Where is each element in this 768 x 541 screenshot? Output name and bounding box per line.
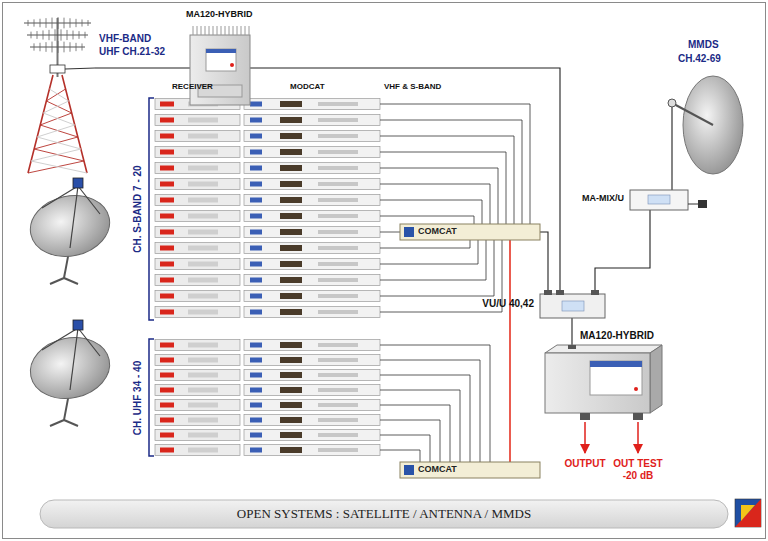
- receiver-modcat-pair: [155, 243, 380, 254]
- connector: [671, 175, 672, 190]
- signal-wire: [380, 184, 490, 224]
- mmds-dish: MMDSCH.42-69: [645, 75, 745, 175]
- receiver-modcat-pair: [155, 275, 380, 286]
- node-label: CH.42-69: [678, 53, 721, 65]
- connector: [95, 67, 190, 68]
- channel-group-label: CH. S-BAND 7 - 20: [132, 165, 144, 252]
- ampTop-shape: [190, 25, 250, 105]
- combiner: COMCAT: [400, 224, 540, 240]
- node-label: MMDS: [688, 39, 719, 51]
- signal-wire: [380, 152, 506, 224]
- signal-wire: [380, 420, 440, 462]
- amplifier: MA120-HYBRID: [545, 345, 665, 420]
- node-label: VU/U 40,42: [482, 298, 534, 310]
- receiver-modcat-pair: [155, 445, 380, 456]
- signal-wire: [380, 240, 470, 248]
- tower-shape: [20, 15, 95, 175]
- output-label: OUT TEST: [613, 458, 662, 470]
- receiver-modcat-pair: [155, 259, 380, 270]
- ampBot-shape: [545, 345, 665, 420]
- receiver-modcat-pair: [155, 385, 380, 396]
- output-arrow: [637, 422, 639, 453]
- antenna-tower: VHF-BANDUHF CH.21-32: [20, 15, 95, 175]
- group-bracket: [149, 98, 154, 320]
- receiver-modcat-pair: [155, 131, 380, 142]
- mmds-shape: [645, 75, 745, 175]
- signal-wire: [380, 120, 522, 224]
- amplifier: MA120-HYBRID: [190, 25, 250, 105]
- vuu-shape: [540, 290, 605, 318]
- node-label: COMCAT: [418, 464, 457, 474]
- satellite-dish: [25, 178, 116, 284]
- band-label: VHF & S-BAND: [384, 82, 441, 91]
- channel-group-label: CH. UHF 34 - 40: [132, 361, 144, 435]
- mixer: MA-MIX/U: [630, 190, 688, 210]
- signal-wire: [380, 240, 494, 296]
- node-label: MA-MIX/U: [582, 193, 624, 203]
- combiner: COMCAT: [400, 462, 540, 478]
- signal-wire: [380, 216, 474, 224]
- receiver-modcat-pair: [155, 115, 380, 126]
- output-label: -20 dB: [623, 470, 654, 482]
- signal-wire: [380, 375, 470, 462]
- signal-wire: [380, 240, 478, 264]
- frame: [3, 3, 766, 539]
- satellite-dish: [25, 320, 116, 426]
- receiver-modcat-pair: [155, 211, 380, 222]
- signal-wire: [380, 200, 482, 224]
- connector: [540, 232, 548, 290]
- receiver-modcat-pair: [155, 370, 380, 381]
- node-label: MA120-HYBRID: [580, 330, 654, 342]
- signal-wire: [380, 435, 430, 462]
- signal-wire: [380, 136, 514, 224]
- connector: [250, 68, 560, 290]
- receiver-modcat-pair: [155, 430, 380, 441]
- mixer: VU/U 40,42: [540, 290, 605, 318]
- receiver-modcat-pair: [155, 99, 380, 110]
- receiver-modcat-pair: [155, 291, 380, 302]
- signal-wire: [380, 345, 490, 462]
- receiver-modcat-pair: [155, 400, 380, 411]
- receiver-modcat-pair: [155, 415, 380, 426]
- signal-wire: [380, 104, 530, 224]
- logo: [735, 499, 761, 527]
- connector: [571, 318, 572, 345]
- node-label: MA120-HYBRID: [186, 9, 253, 19]
- output-arrow: [584, 422, 586, 453]
- signal-wire: [380, 168, 498, 224]
- column-header: MODCAT: [290, 82, 325, 91]
- receiver-modcat-pair: [155, 195, 380, 206]
- node-label: VHF-BAND: [99, 33, 151, 45]
- column-header: RECEIVER: [172, 82, 213, 91]
- receiver-modcat-pair: [155, 179, 380, 190]
- group-bracket: [149, 339, 154, 456]
- caption: OPEN SYSTEMS : SATELLITE / ANTENNA / MMD…: [40, 500, 728, 528]
- receiver-modcat-pair: [155, 163, 380, 174]
- connector: [595, 210, 650, 290]
- node-label: UHF CH.21-32: [99, 46, 165, 58]
- signal-wire: [380, 450, 420, 462]
- output-label: OUTPUT: [564, 458, 605, 470]
- receiver-modcat-pair: [155, 307, 380, 318]
- mix-shape: [630, 190, 688, 210]
- signal-wire: [380, 405, 450, 462]
- signal-wire: [380, 232, 400, 233]
- receiver-modcat-pair: [155, 355, 380, 366]
- receiver-modcat-pair: [155, 227, 380, 238]
- caption-banner: [40, 500, 728, 528]
- connector: [509, 240, 511, 462]
- signal-wire: [380, 240, 486, 280]
- signal-wire: [380, 390, 460, 462]
- node-label: COMCAT: [418, 226, 457, 236]
- receiver-modcat-pair: [155, 340, 380, 351]
- receiver-modcat-pair: [155, 147, 380, 158]
- signal-wire: [380, 360, 480, 462]
